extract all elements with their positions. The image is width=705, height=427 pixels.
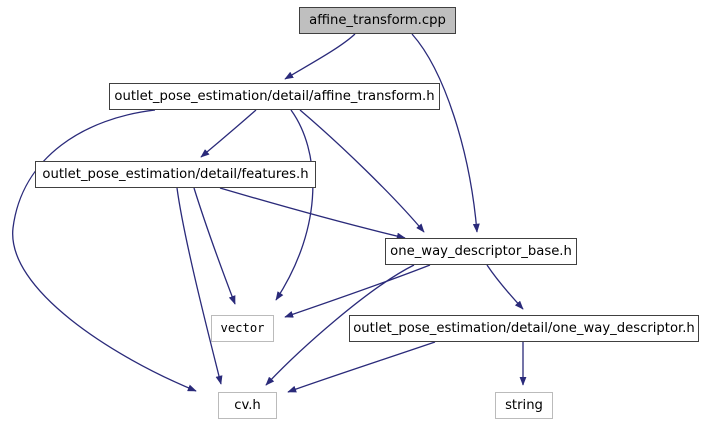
- graph-node-detail-features-h[interactable]: outlet_pose_estimation/detail/features.h: [35, 161, 316, 188]
- edge-detail-affine-transform-h-to-detail-features-h: [200, 109, 257, 158]
- edge-one-way-descriptor-base-h-to-vector: [284, 264, 431, 318]
- graph-node-detail-one-way-descriptor-h[interactable]: outlet_pose_estimation/detail/one_way_de…: [349, 315, 699, 342]
- edge-detail-features-h-to-one-way-descriptor-base-h: [219, 187, 406, 240]
- graph-node-affine-transform-cpp[interactable]: affine_transform.cpp: [299, 7, 456, 34]
- edge-detail-one-way-descriptor-h-to-cv-h: [287, 341, 436, 393]
- graph-node-label: affine_transform.cpp: [309, 12, 446, 28]
- edge-one-way-descriptor-base-h-to-cv-h: [265, 264, 415, 386]
- graph-node-string[interactable]: string: [495, 392, 553, 419]
- edge-one-way-descriptor-base-h-to-detail-one-way-descriptor-h: [486, 264, 524, 310]
- graph-node-label: outlet_pose_estimation/detail/affine_tra…: [114, 88, 435, 104]
- edge-detail-affine-transform-h-to-one-way-descriptor-base-h: [299, 109, 425, 233]
- graph-node-one-way-descriptor-base-h[interactable]: one_way_descriptor_base.h: [385, 238, 577, 265]
- edge-detail-features-h-to-cv-h: [176, 187, 223, 385]
- graph-node-label: one_way_descriptor_base.h: [390, 243, 572, 259]
- graph-node-cv-h[interactable]: cv.h: [218, 392, 277, 419]
- edge-detail-affine-transform-h-to-cv-h: [12, 109, 197, 392]
- graph-node-label: vector: [220, 321, 265, 336]
- graph-node-label: outlet_pose_estimation/detail/one_way_de…: [353, 320, 695, 336]
- graph-node-vector[interactable]: vector: [211, 315, 274, 342]
- graph-node-label: string: [505, 397, 543, 413]
- graph-node-label: outlet_pose_estimation/detail/features.h: [42, 166, 309, 182]
- edge-detail-features-h-to-vector: [193, 187, 236, 305]
- graph-node-label: cv.h: [234, 397, 261, 413]
- edge-affine-transform-cpp-to-one-way-descriptor-base-h: [411, 33, 480, 233]
- edge-detail-affine-transform-h-to-vector: [275, 109, 314, 301]
- graph-node-detail-affine-transform-h[interactable]: outlet_pose_estimation/detail/affine_tra…: [109, 83, 440, 110]
- edge-affine-transform-cpp-to-detail-affine-transform-h: [284, 33, 356, 80]
